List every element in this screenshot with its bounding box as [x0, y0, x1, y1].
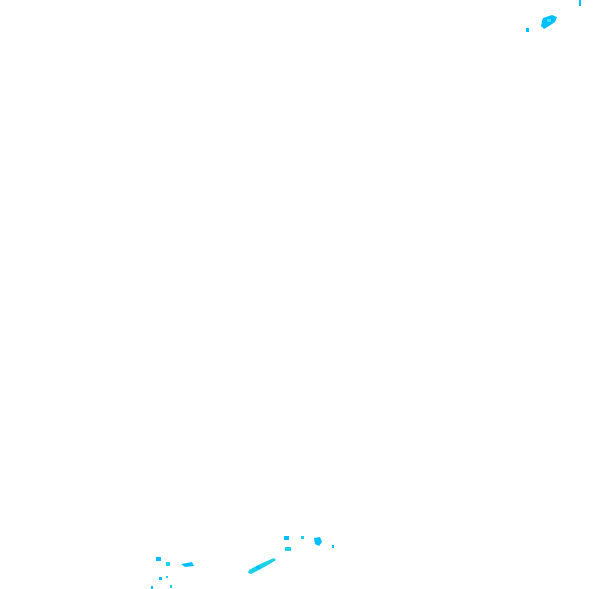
- cluster-bottom-left-b: [159, 576, 168, 580]
- cluster-bottom-left-a: [156, 557, 194, 567]
- cluster-bottom-right-lower: [285, 547, 291, 551]
- cluster-bottom-left-c: [151, 585, 172, 589]
- speck-top-right-edge: [579, 0, 581, 6]
- cluster-top-right-large: [541, 15, 557, 29]
- cluster-bottom-right-upper: [284, 536, 334, 548]
- cluster-top-right-small: [526, 28, 529, 32]
- streak-bottom-middle: [248, 558, 276, 574]
